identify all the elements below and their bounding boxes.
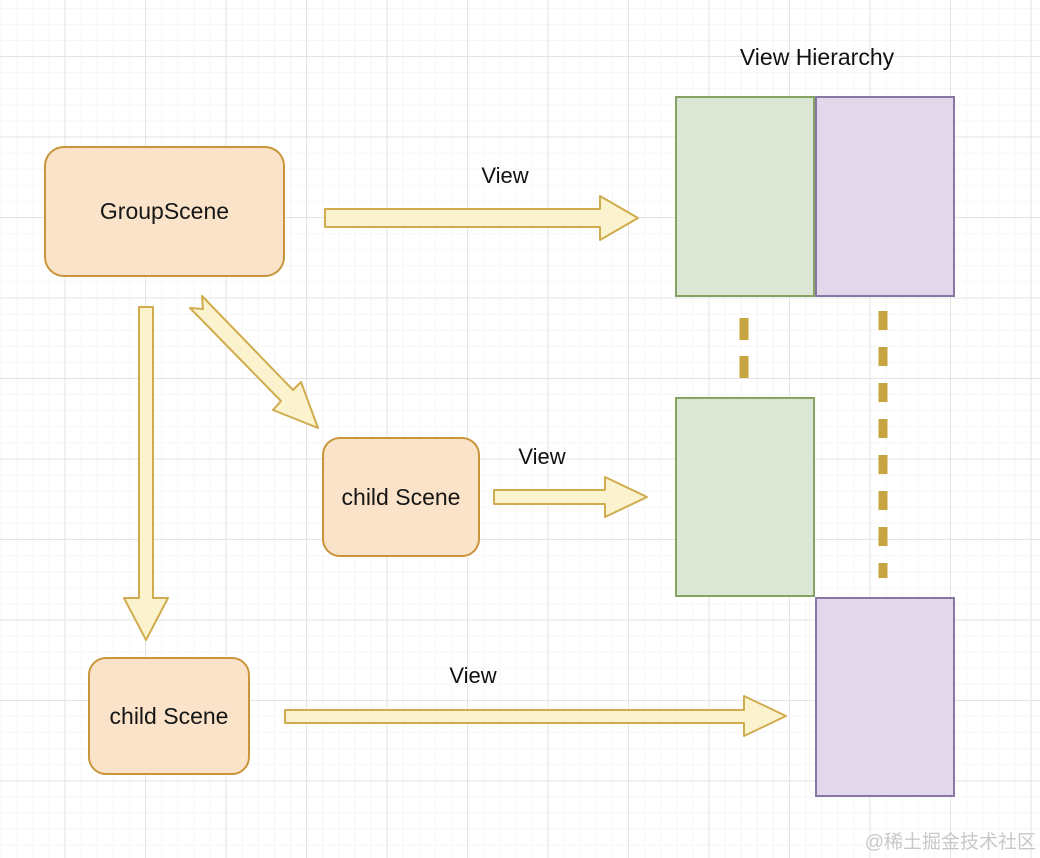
edge-label-view-bottom: View xyxy=(449,663,497,688)
block-arrow-group-to-child-bottom xyxy=(123,306,169,641)
group-scene-label: GroupScene xyxy=(99,198,230,224)
block-arrow-child-bottom-to-view xyxy=(284,695,787,737)
block-arrow-child-middle-to-view xyxy=(493,476,648,518)
edge-label-view-top: View xyxy=(481,163,529,188)
view-rect-green-top xyxy=(675,96,815,297)
block-arrow-group-to-top-view xyxy=(324,195,639,241)
child-scene-middle-label: child Scene xyxy=(341,483,461,510)
view-rect-green-middle xyxy=(675,397,815,597)
group-scene-node: GroupScene xyxy=(44,146,285,277)
view-rect-purple-top xyxy=(815,96,955,297)
child-scene-node-bottom: child Scene xyxy=(88,657,250,775)
edge-label-view-middle: View xyxy=(518,444,566,469)
child-scene-bottom-label: child Scene xyxy=(109,702,229,729)
view-rect-purple-bottom xyxy=(815,597,955,797)
diagram-title: View Hierarchy xyxy=(739,44,895,70)
child-scene-node-middle: child Scene xyxy=(322,437,480,557)
watermark: @稀土掘金技术社区 xyxy=(864,832,1036,853)
block-arrow-group-to-child-middle xyxy=(189,295,319,429)
